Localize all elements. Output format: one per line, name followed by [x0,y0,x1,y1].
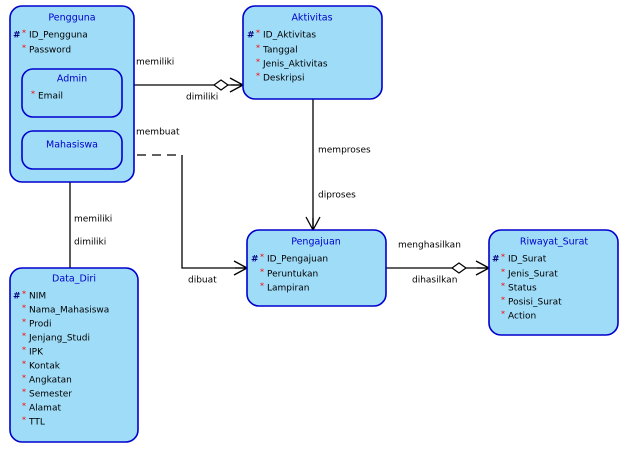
entity-mahasiswa[interactable]: Mahasiswa [21,130,123,170]
relationship-label-dibuat: dibuat [188,276,217,286]
relationship-pengajuan-riwayatsurat[interactable]: menghasilkan dihasilkan [386,241,490,286]
attr-mandatory-marker: * [22,44,26,53]
attr-label: Peruntukan [267,270,318,280]
attr-mandatory-marker: * [501,253,505,262]
entity-admin[interactable]: Admin * Email [21,68,123,118]
entity-pengajuan-box[interactable] [246,229,387,307]
attr-label: Email [38,92,63,102]
entity-admin-box[interactable] [21,68,123,118]
attr-label: Nama_Mahasiswa [29,306,109,316]
attr-label: Tanggal [262,46,298,56]
entity-aktivitas[interactable]: Aktivitas # * ID_Aktivitas * Tanggal * J… [242,5,383,100]
attr-pk-marker: # [492,255,500,265]
attr-label: ID_Pengajuan [267,255,328,265]
attr-label: Prodi [29,320,52,330]
attr-pk-marker: # [251,255,259,265]
attr-label: IPK [29,348,44,358]
entity-riwayat-surat-box[interactable] [488,229,619,336]
entity-pengajuan-title: Pengajuan [291,237,341,248]
attr-label: Jenis_Surat [507,270,558,280]
attr-mandatory-marker: * [501,268,505,277]
attr-label: Alamat [29,404,61,414]
attr-label: Status [508,284,537,294]
attr-mandatory-marker: * [256,58,260,67]
relationship-label-menghasilkan: menghasilkan [398,241,461,251]
attr-mandatory-marker: * [22,290,26,299]
attr-label: Action [508,312,536,322]
attr-pk-marker: # [247,31,255,41]
entity-admin-title: Admin [57,74,87,85]
entity-aktivitas-box[interactable] [242,5,383,100]
attr-mandatory-marker: * [22,346,26,355]
relationship-layer: memiliki dimiliki membuat dibuat memilik… [69,58,490,286]
attr-mandatory-marker: * [31,90,35,99]
attr-mandatory-marker: * [256,29,260,38]
attr-mandatory-marker: * [501,310,505,319]
relationship-label-membuat: membuat [136,128,180,138]
relationship-label-memproses: memproses [318,146,371,156]
entity-data-diri-title: Data_Diri [52,274,96,285]
attr-label: ID_Surat [508,255,547,265]
relationship-admin-aktivitas[interactable]: memiliki dimiliki [122,58,244,103]
entity-pengajuan[interactable]: Pengajuan # * ID_Pengajuan * Peruntukan … [246,229,387,307]
relationship-label-dimiliki-1: dimiliki [186,93,218,103]
attr-label: NIM [29,292,46,302]
attr-mandatory-marker: * [501,296,505,305]
relationship-label-memiliki-2: memiliki [74,215,112,225]
attr-label: Password [29,46,71,56]
attr-label: Jenjang_Studi [28,334,90,344]
attr-mandatory-marker: * [22,388,26,397]
attr-label: Deskripsi [263,74,304,84]
entity-data-diri[interactable]: Data_Diri # * NIM * Nama_Mahasiswa * Pro… [9,267,139,443]
relationship-label-memiliki-1: memiliki [136,58,174,68]
entity-mahasiswa-box[interactable] [21,130,123,170]
relationship-mahasiswa-pengajuan[interactable]: membuat dibuat [122,128,248,286]
attr-mandatory-marker: * [256,44,260,53]
entity-riwayat-surat-title: Riwayat_Surat [520,237,589,248]
attr-label: TTL [28,418,45,428]
attr-mandatory-marker: * [22,332,26,341]
entity-riwayat-surat[interactable]: Riwayat_Surat # * ID_Surat * Jenis_Surat… [488,229,619,336]
attr-mandatory-marker: * [22,402,26,411]
relationship-label-diproses: diproses [318,191,356,201]
relationship-mahasiswa-datadiri[interactable]: memiliki dimiliki [69,170,112,268]
entity-mahasiswa-title: Mahasiswa [46,140,98,151]
attr-mandatory-marker: * [22,416,26,425]
attr-mandatory-marker: * [22,318,26,327]
attr-label: ID_Aktivitas [263,31,316,41]
attr-label: Lampiran [267,284,309,294]
attr-mandatory-marker: * [260,282,264,291]
entity-data-diri-box[interactable] [9,267,139,443]
attr-mandatory-marker: * [22,29,26,38]
attr-label: Semester [29,390,72,400]
attr-mandatory-marker: * [22,304,26,313]
attr-pk-marker: # [13,31,21,41]
relationship-label-dimiliki-2: dimiliki [74,238,106,248]
attr-mandatory-marker: * [22,360,26,369]
attr-label: Angkatan [29,376,72,386]
attr-label: Jenis_Aktivitas [262,60,328,70]
attr-mandatory-marker: * [260,268,264,277]
attr-mandatory-marker: * [256,72,260,81]
relationship-label-dihasilkan: dihasilkan [412,276,457,286]
entity-aktivitas-title: Aktivitas [291,13,332,24]
attr-label: Kontak [29,362,61,372]
entity-pengguna[interactable]: Pengguna # * ID_Pengguna * Password Admi… [9,5,135,183]
attr-mandatory-marker: * [260,253,264,262]
entity-pengguna-title: Pengguna [48,13,95,24]
attr-pk-marker: # [13,292,21,302]
attr-label: ID_Pengguna [29,31,88,41]
attr-mandatory-marker: * [501,282,505,291]
attr-label: Posisi_Surat [508,298,562,308]
attr-mandatory-marker: * [22,374,26,383]
relationship-aktivitas-pengajuan[interactable]: memproses diproses [305,99,371,231]
